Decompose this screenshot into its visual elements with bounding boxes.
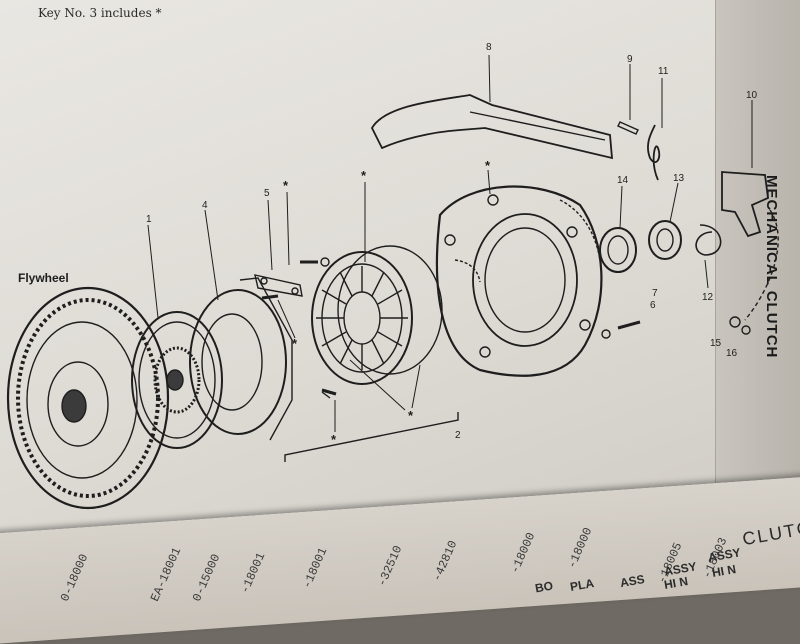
star-mark-spring: * [408,408,414,423]
pivot-bolt [321,388,337,396]
callout-15: 15 [710,338,722,349]
release-bearing [599,227,637,273]
dashed-leader [744,209,779,321]
star-mark-cover: * [485,158,491,173]
callout-5: 5 [264,188,270,199]
callout-13: 13 [673,173,685,184]
callout-10: 10 [746,90,758,101]
retaining-clip [695,224,722,256]
exploded-clutch-diagram: 1 2 4 5 6 7 8 9 10 11 12 13 14 15 16 * *… [6,42,779,510]
friction-ring [189,277,293,441]
key-2-bracket [284,412,459,462]
callout-9: 9 [627,54,633,65]
link-plate [254,257,330,300]
callout-16: 16 [726,348,738,359]
callout-1: 1 [146,214,152,225]
callout-12: 12 [702,292,714,303]
bearing-hub [648,220,682,260]
star-mark-link: * [292,336,298,351]
key-note: Key No. 3 includes * [38,6,162,20]
washer [601,329,611,339]
callout-11: 11 [658,66,669,77]
section-title: MECHANICAL CLUTCH [763,175,780,359]
nut [741,325,751,335]
release-shaft [370,94,614,160]
flywheel [6,286,170,510]
callout-2: 2 [455,430,461,441]
callout-4: 4 [202,200,208,211]
parts-diagram-sheet [0,0,800,540]
flywheel-label: Flywheel [18,271,69,285]
callout-14: 14 [617,175,629,186]
pin [617,121,639,135]
return-spring [647,124,661,181]
driven-plate [131,311,223,449]
callout-6: 6 [650,300,656,311]
clutch-cover [435,185,603,377]
star-mark-diaphragm: * [361,168,367,183]
page-gutter [715,0,800,540]
washer-small [729,316,741,328]
callout-7: 7 [652,288,658,299]
callout-8: 8 [486,42,492,53]
bolt [617,320,641,330]
diaphragm-spring [311,245,443,399]
star-mark-pivot: * [331,432,337,447]
release-fork [721,171,769,238]
star-mark-5: * [283,178,289,193]
